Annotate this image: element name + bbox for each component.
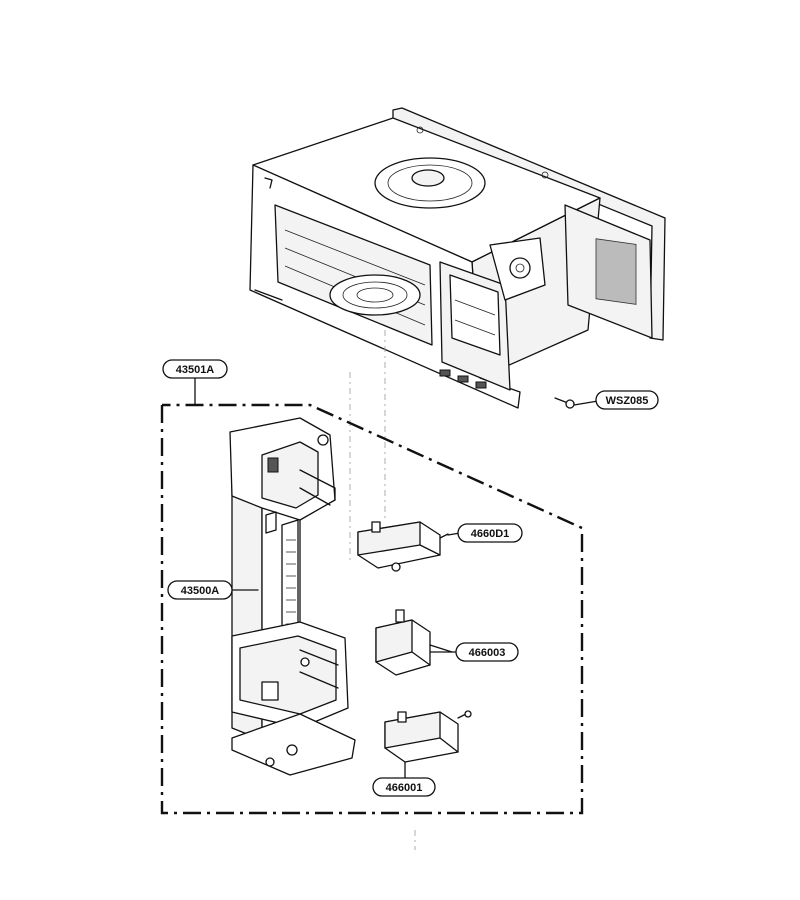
callout-label: 466003	[469, 647, 506, 659]
callout-43500A: 43500A	[167, 580, 233, 600]
switch-middle	[375, 609, 453, 676]
switch-frame	[229, 417, 356, 776]
callout-466001: 466001	[372, 777, 436, 797]
callout-4660D1: 4660D1	[457, 523, 523, 543]
switch-top	[357, 521, 449, 572]
callout-43501A: 43501A	[162, 359, 228, 379]
callout-466003: 466003	[455, 642, 519, 662]
turntable-cavity	[329, 274, 421, 316]
coupler-top	[411, 169, 445, 187]
switch-window	[449, 274, 501, 356]
assembly-boundary	[160, 403, 584, 815]
microwave-cavity	[249, 107, 666, 409]
screw	[554, 397, 599, 409]
switch-bottom	[384, 710, 472, 763]
vent-grille	[595, 238, 637, 305]
callout-label: 43500A	[181, 585, 220, 597]
callout-label: WSZ085	[606, 395, 649, 407]
callout-label: 4660D1	[471, 528, 510, 540]
motor	[509, 257, 531, 279]
callout-label: 43501A	[176, 364, 215, 376]
frame-base-plate	[231, 713, 356, 776]
callout-label: 466001	[386, 782, 423, 794]
callout-WSZ085: WSZ085	[595, 390, 659, 410]
